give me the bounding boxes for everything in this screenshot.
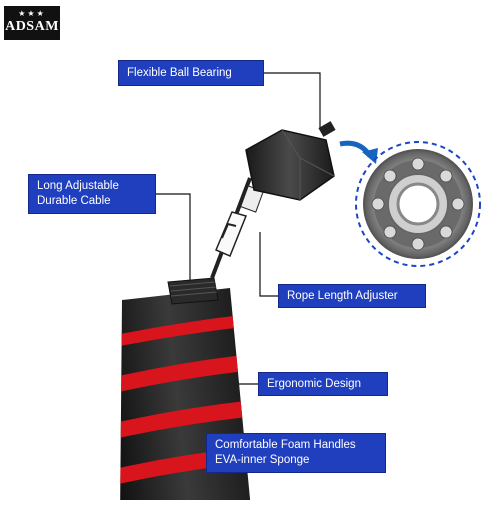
bearing-cap [245, 121, 336, 201]
callout-foam-handles: Comfortable Foam Handles EVA-inner Spong… [206, 433, 386, 473]
callout-cable: Long Adjustable Durable Cable [28, 174, 156, 214]
logo-brand-name: ADSAM [5, 19, 59, 34]
leader-adjuster [259, 232, 278, 297]
callout-label: Rope Length Adjuster [287, 289, 398, 302]
callout-label: Long Adjustable Durable Cable [37, 180, 119, 207]
callout-label: Comfortable Foam Handles EVA-inner Spong… [215, 439, 356, 466]
callout-length-adjuster: Rope Length Adjuster [278, 284, 426, 308]
brand-logo: ★★★ ADSAM [4, 6, 60, 40]
threaded-collar [167, 277, 219, 305]
curved-arrow-icon [339, 140, 378, 164]
callout-ball-bearing: Flexible Ball Bearing [118, 60, 264, 86]
callout-label: Ergonomic Design [267, 377, 361, 390]
cable-adjuster [210, 177, 264, 279]
logo-stars: ★★★ [18, 9, 46, 18]
callout-label: Flexible Ball Bearing [127, 66, 232, 79]
ball-bearing [355, 141, 481, 267]
leader-bearing [264, 72, 321, 128]
callout-ergonomic-design: Ergonomic Design [258, 372, 388, 396]
leader-cable [156, 193, 191, 290]
